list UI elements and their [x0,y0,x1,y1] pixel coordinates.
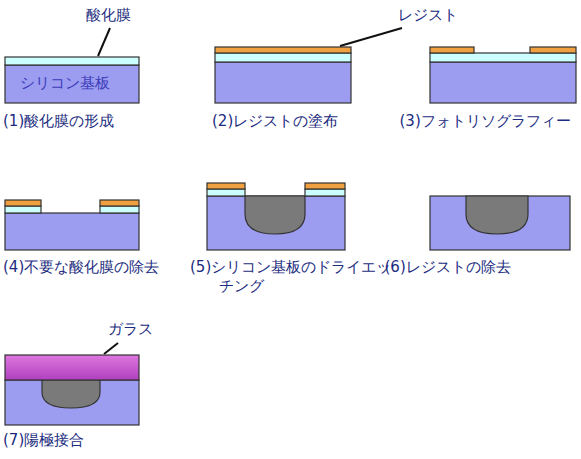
oxide-film [100,206,139,213]
silicon-substrate [207,196,345,250]
oxide-film [430,53,576,62]
silicon-substrate [430,62,576,103]
oxide-film [5,206,41,213]
step-caption: (2)レジストの塗布 [212,112,406,131]
silicon-substrate [430,196,570,250]
leader-line [98,28,110,56]
oxide-film [305,189,345,196]
callout-label: レジスト [398,6,488,25]
step-caption: (6)レジストの除去 [385,258,579,277]
callout-label: ガラス [108,320,188,339]
resist-layer [100,200,139,206]
silicon-substrate [5,65,139,103]
etched-cavity [466,196,528,234]
step-caption: (3)フォトリソグラフィー [400,112,579,131]
resist-layer [207,183,245,189]
silicon-substrate [5,213,139,250]
resist-layer [430,47,474,53]
silicon-substrate [5,380,139,425]
leader-line [104,343,118,354]
resist-layer [215,47,351,53]
oxide-film [207,189,245,196]
step-caption: (7)陽極接合 [3,431,153,450]
step-caption: (1)酸化膜の形成 [3,112,182,131]
silicon-substrate [215,62,351,103]
resist-layer [5,200,41,206]
resist-layer [530,47,576,53]
oxide-film [5,57,139,65]
resist-layer [305,183,345,189]
callout-label: 酸化膜 [86,6,166,25]
glass-layer [5,355,139,380]
leader-line [340,28,402,46]
etched-cavity [42,380,100,408]
step-caption: (5)シリコン基板のドライエッチング [190,258,399,296]
part-label: シリコン基板 [20,74,130,93]
step-caption: (4)不要な酸化膜の除去 [3,258,172,277]
etched-cavity [245,196,305,234]
oxide-film [215,53,351,62]
